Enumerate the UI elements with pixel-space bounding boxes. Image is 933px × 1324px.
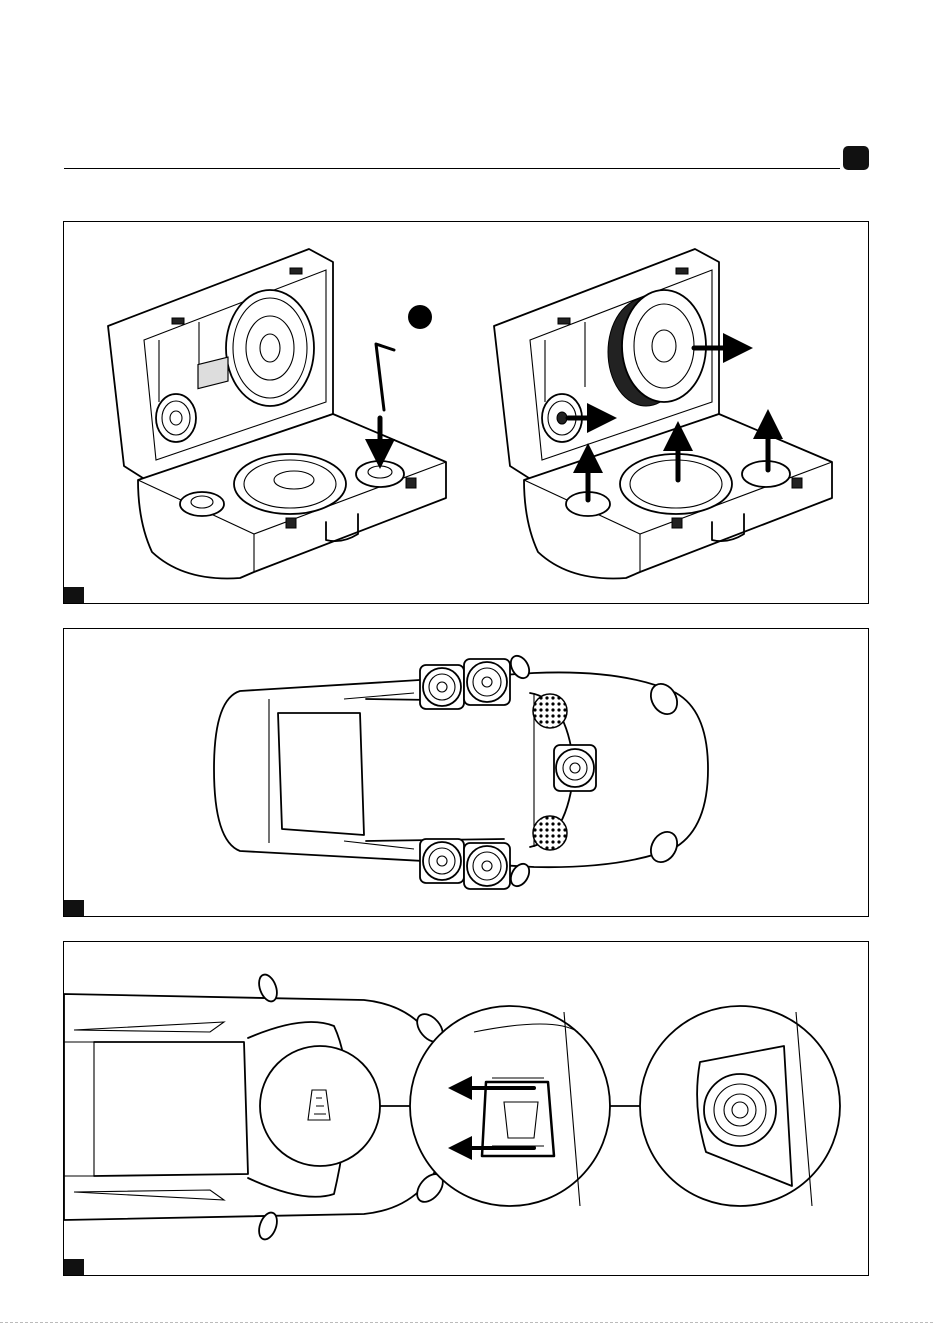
lid-woofer-icon (226, 290, 314, 406)
figure-tag (64, 587, 84, 603)
door-speaker-icon (464, 843, 510, 889)
dash-speaker-icon (554, 745, 596, 791)
figure-tag (64, 1259, 84, 1275)
figure-panel-case (63, 221, 869, 604)
left-case (108, 249, 446, 578)
zoom-circle-cover (410, 1006, 610, 1206)
car-top-view-illustration (64, 629, 868, 916)
figure-tag (64, 900, 84, 916)
tweeter-grille-icon (533, 694, 567, 728)
figure-panel-dash-detail (63, 941, 869, 1276)
dashboard-detail-illustration (64, 942, 868, 1275)
right-case (494, 249, 832, 578)
zoom-circle-speaker (640, 1006, 840, 1206)
door-speaker-icon (464, 659, 510, 705)
door-speaker-icon (420, 839, 464, 883)
door-speaker-icon (420, 665, 464, 709)
lid-midrange-icon (156, 394, 196, 442)
header-rule (64, 168, 840, 169)
section-tab (843, 146, 869, 170)
base-woofer-icon (234, 454, 346, 514)
tweeter-grille-icon (533, 816, 567, 850)
figure-panel-car-layout (63, 628, 869, 917)
callout-marker (408, 305, 432, 329)
page-bottom-edge (0, 1322, 933, 1323)
speaker-case-illustration (64, 222, 868, 603)
